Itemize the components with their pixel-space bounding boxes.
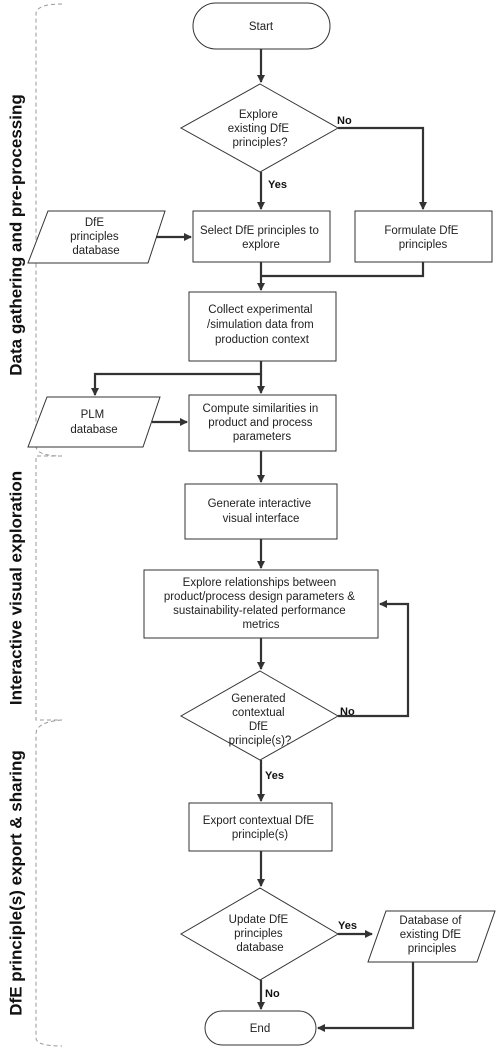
collect-label: Collect experimental /simulation data fr… — [207, 304, 317, 346]
plm-db-label: PLM database — [70, 409, 117, 436]
update-label: Update DfE principles database — [229, 914, 292, 954]
edge-label-update-no: No — [265, 988, 280, 1000]
explore-existing-label: Explore existing DfE principles? — [228, 109, 293, 149]
edge-label-generated-yes: Yes — [265, 770, 284, 782]
generate-process — [184, 483, 338, 540]
phase-label-interactive-exploration: Interactive visual exploration — [6, 471, 25, 705]
dfe-principles-database — [27, 210, 166, 264]
formulate-label: Formulate DfE principles — [384, 225, 461, 251]
arrow-formulate-merge — [261, 262, 425, 278]
phase3-brace — [35, 719, 63, 1047]
generated-label: Generated contextual DfE principle(s)? — [229, 693, 292, 747]
edge-label-explore-no: No — [337, 115, 352, 127]
select-process — [192, 210, 331, 263]
edge-label-explore-yes: Yes — [268, 179, 287, 191]
select-label: Select DfE principles to explore — [200, 225, 322, 251]
existing-dfe-database — [367, 910, 496, 963]
explore-relationships-label: Explore relationships between product/pr… — [164, 577, 358, 631]
export-process — [188, 802, 333, 852]
phase2-brace — [35, 455, 62, 721]
arrow-db-to-end — [317, 962, 415, 1032]
end-label: End — [250, 1023, 270, 1035]
compute-label: Compute similarities in product and proc… — [203, 403, 322, 443]
explore-relationships-process — [143, 569, 379, 639]
export-label: Export contextual DfE principle(s) — [203, 815, 317, 841]
formulate-process — [354, 210, 493, 263]
edge-label-generated-no: No — [340, 706, 355, 718]
dfe-db-label: DfE principles database — [70, 217, 122, 257]
phase-label-export-sharing: DfE principle(s) export & sharing — [6, 750, 25, 1015]
arrow-explore-no-to-formulate — [338, 126, 427, 210]
compute-process — [188, 394, 337, 452]
collect-process — [188, 291, 337, 362]
arrow-generated-no-loop — [338, 600, 410, 718]
start-label: Start — [249, 21, 274, 33]
arrow-collect-to-plm — [91, 361, 263, 396]
edge-label-update-yes: Yes — [338, 920, 357, 932]
generate-label: Generate interactive visual interface — [208, 498, 315, 525]
phase1-brace — [35, 3, 63, 457]
phase-label-data-gathering: Data gathering and pre-processing — [6, 94, 25, 376]
end-terminal — [204, 1010, 317, 1046]
existing-db-label: Database of existing DfE principles — [399, 915, 464, 955]
plm-database — [27, 396, 161, 448]
